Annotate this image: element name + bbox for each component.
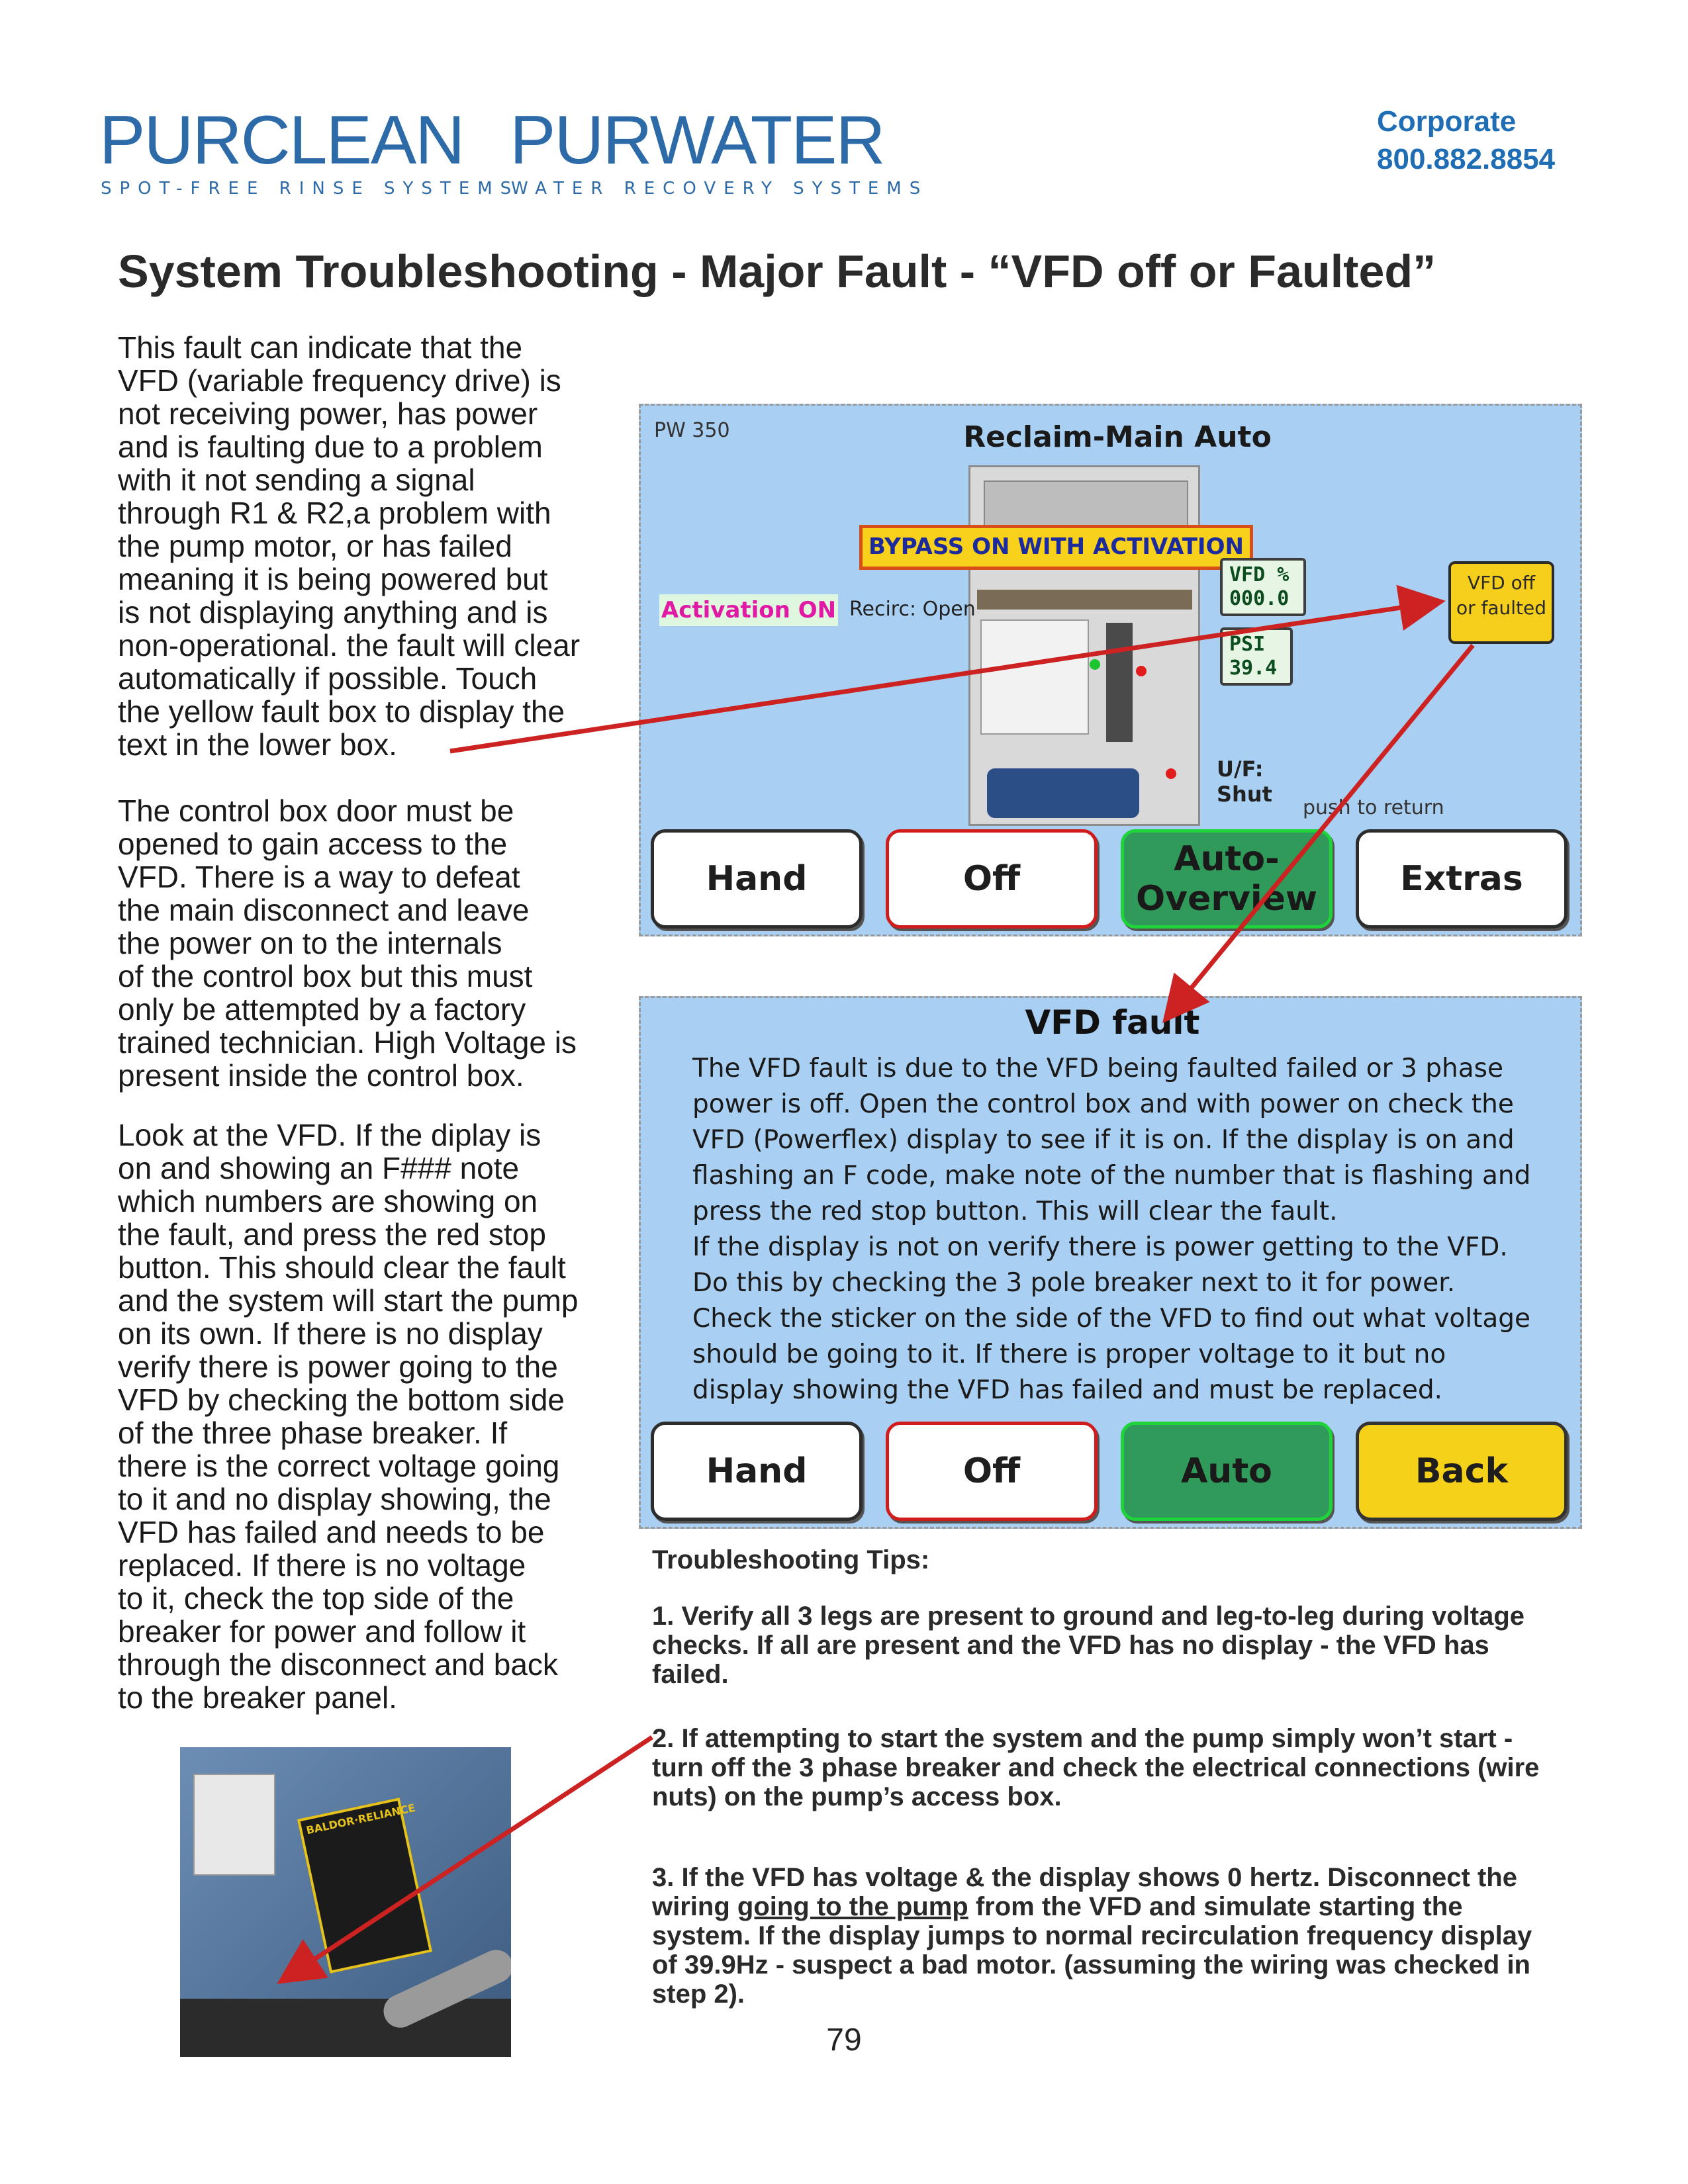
vfd-percent-readout: VFD % 000.0 (1220, 558, 1306, 616)
vfd-percent-value: 000.0 (1229, 587, 1289, 610)
off-button[interactable]: Off (886, 829, 1098, 929)
page-number: 79 (826, 2023, 862, 2058)
arrow-fault-button-to-fault-screen (1162, 643, 1475, 1023)
fault-auto-button[interactable]: Auto (1121, 1422, 1333, 1521)
fault-hand-button[interactable]: Hand (651, 1422, 863, 1521)
purclean-tagline: SPOT-FREE RINSE SYSTEMS (101, 179, 520, 199)
page-title: System Troubleshooting - Major Fault - “… (118, 246, 1436, 297)
skid-valve-green (1090, 659, 1100, 670)
tip-3-part-a: 3. If the VFD has voltage & the display … (652, 1863, 1517, 1921)
motor-photo: BALDOR·RELIANCE (180, 1747, 511, 2057)
skid-pump-motor (987, 768, 1139, 818)
tip-3-part-b: from the VFD and simulate starting the s… (652, 1892, 1532, 2009)
purclean-logo-text: PURCLEAN (99, 102, 465, 179)
motor-base (180, 1999, 511, 2057)
corporate-phone: 800.882.8854 (1377, 143, 1556, 176)
uf-status: U/F: Shut (1217, 756, 1272, 807)
off-button-label: Off (962, 859, 1021, 899)
skid-valve-red-2 (1166, 768, 1176, 779)
hmi-screen-title: Reclaim-Main Auto (963, 420, 1272, 454)
vfd-fault-message: The VFD fault is due to the VFD being fa… (692, 1054, 1531, 1405)
skid-valve-red (1136, 666, 1147, 676)
purwater-tagline: WATER RECOVERY SYSTEMS (511, 179, 929, 199)
hand-button[interactable]: Hand (651, 829, 863, 929)
push-to-return-hint: push to return (1303, 796, 1444, 819)
bypass-banner: BYPASS ON WITH ACTIVATION (859, 525, 1253, 570)
extras-button-label: Extras (1400, 859, 1523, 899)
vfd-fault-line2: or faulted (1456, 597, 1547, 619)
auto-overview-line1: Auto- (1174, 839, 1280, 879)
tip-2: 2. If attempting to start the system and… (652, 1724, 1540, 1811)
auto-overview-button[interactable]: Auto- Overview (1121, 829, 1333, 929)
fault-off-button[interactable]: Off (886, 1422, 1098, 1521)
fault-back-button-label: Back (1415, 1451, 1509, 1491)
hand-button-label: Hand (706, 859, 808, 899)
diagnosis-paragraph: Look at the VFD. If the diplay is on and… (118, 1118, 579, 1715)
recirc-status: Recirc: Open (849, 598, 976, 621)
skid-control-box (980, 619, 1089, 735)
purwater-logo-text: PURWATER (510, 102, 886, 179)
extras-button[interactable]: Extras (1356, 829, 1568, 929)
arrow-text-to-fault-button (449, 584, 1446, 754)
corporate-label: Corporate (1377, 105, 1517, 138)
tip-3-underlined: going to the pump (737, 1892, 968, 1921)
corporate-contact: Corporate 800.882.8854 (1377, 103, 1555, 178)
intro-paragraph: This fault can indicate that the VFD (va… (118, 330, 581, 762)
auto-overview-line2: Overview (1135, 879, 1318, 919)
fault-auto-button-label: Auto (1181, 1451, 1272, 1491)
vfd-percent-label: VFD % (1229, 563, 1289, 586)
uf-value: Shut (1217, 782, 1272, 807)
hmi-fault-screen: VFD fault The VFD fault is due to the VF… (639, 996, 1582, 1529)
arrow-tip-to-motor-box (277, 1735, 653, 1984)
access-paragraph: The control box door must be opened to g… (118, 794, 577, 1093)
psi-value: 39.4 (1229, 657, 1278, 680)
fault-off-button-label: Off (962, 1451, 1021, 1491)
psi-label: PSI (1229, 633, 1266, 656)
purwater-logo: PURWATER (510, 106, 886, 175)
psi-readout: PSI 39.4 (1220, 627, 1293, 686)
uf-label: U/F: (1217, 756, 1264, 782)
motor-warning-plate (193, 1774, 275, 1876)
vfd-fault-button[interactable]: VFD off or faulted (1448, 561, 1554, 644)
activation-status: Activation ON (659, 594, 838, 626)
tip-1: 1. Verify all 3 legs are present to grou… (652, 1602, 1525, 1689)
skid-filter (1106, 623, 1133, 742)
hmi-model-label: PW 350 (654, 419, 730, 442)
fault-back-button[interactable]: Back (1356, 1422, 1568, 1521)
fault-hand-button-label: Hand (706, 1451, 808, 1491)
skid-manifold (977, 590, 1192, 610)
vfd-fault-line1: VFD off (1467, 572, 1536, 594)
purclean-logo: PURCLEAN (99, 106, 465, 175)
tip-3: 3. If the VFD has voltage & the display … (652, 1863, 1552, 2009)
tips-heading: Troubleshooting Tips: (652, 1545, 930, 1574)
hmi-main-screen: PW 350 Reclaim-Main Auto BYPASS ON WITH … (639, 404, 1582, 936)
